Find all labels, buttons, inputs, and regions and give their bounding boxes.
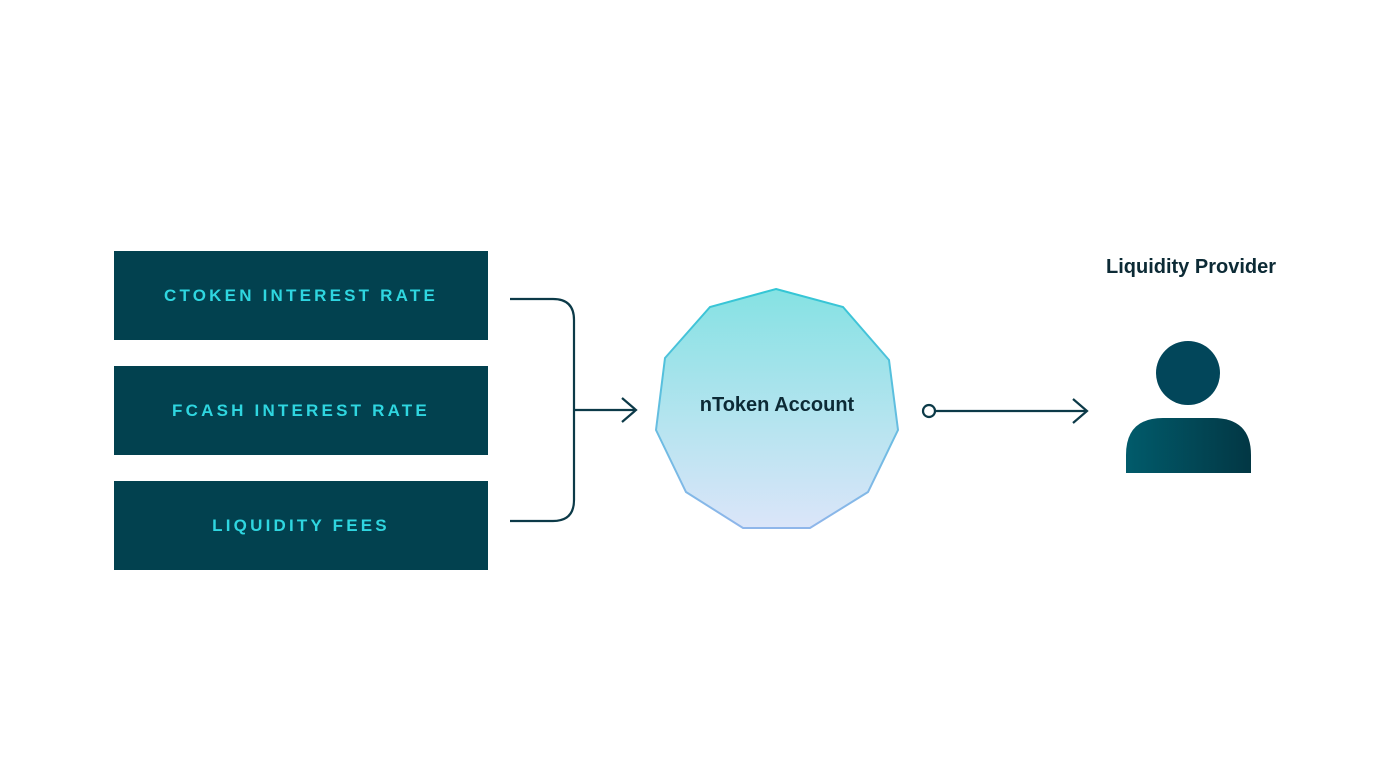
user-icon-body xyxy=(1126,418,1251,473)
fcash-interest-rate-box: FCASH INTEREST RATE xyxy=(114,366,488,455)
ctoken-interest-rate-label: CTOKEN INTEREST RATE xyxy=(164,285,438,305)
fcash-interest-rate-label: FCASH INTEREST RATE xyxy=(172,400,430,420)
ntoken-account-label: nToken Account xyxy=(699,394,855,416)
ntoken-account-shape xyxy=(654,287,900,529)
liquidity-fees-box: LIQUIDITY FEES xyxy=(114,481,488,570)
output-arrow-head xyxy=(1072,398,1089,424)
ctoken-interest-rate-box: CTOKEN INTEREST RATE xyxy=(114,251,488,340)
user-icon-head xyxy=(1156,341,1220,405)
merge-arrow-head xyxy=(621,397,638,423)
liquidity-fees-label: LIQUIDITY FEES xyxy=(212,515,390,535)
merge-bracket xyxy=(510,297,576,523)
output-start-dot xyxy=(921,403,937,419)
liquidity-provider-title: Liquidity Provider xyxy=(1105,256,1277,278)
user-icon xyxy=(1126,341,1251,473)
